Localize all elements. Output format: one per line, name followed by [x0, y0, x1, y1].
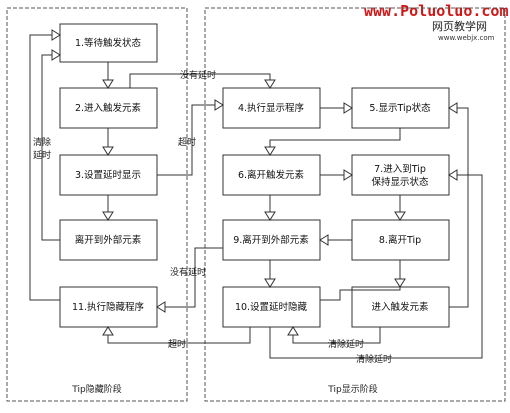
- label-timeout-mid: 超时: [178, 136, 196, 148]
- arrow-10-to-11-timeout: [102, 326, 251, 344]
- svg-text:10.设置延时隐藏: 10.设置延时隐藏: [235, 301, 308, 313]
- arrow-10-to-7-clear: [269, 169, 483, 359]
- box-7: 7.进入到Tip 保持显示状态: [351, 154, 450, 196]
- box-9: 9.离开到外部元素: [222, 219, 321, 261]
- box-enter-trigger: 进入触发元素: [351, 286, 450, 328]
- box-10: 10.设置延时隐藏: [222, 286, 321, 328]
- watermark-url: www.Poluoluo.com: [364, 2, 509, 20]
- svg-text:11.执行隐藏程序: 11.执行隐藏程序: [72, 301, 145, 313]
- box-3: 3.设置延时显示: [59, 154, 158, 196]
- box-2: 2.进入触发元素: [59, 87, 158, 129]
- svg-text:进入触发元素: 进入触发元素: [371, 301, 429, 313]
- arrow-7-to-8: [394, 195, 406, 221]
- svg-text:9.离开到外部元素: 9.离开到外部元素: [233, 234, 309, 246]
- arrow-10-to-enter: [320, 287, 401, 301]
- arrow-4-to-5: [320, 102, 353, 114]
- svg-text:保持显示状态: 保持显示状态: [371, 176, 429, 188]
- arrow-6-to-7: [320, 169, 353, 181]
- arrow-6-to-9: [264, 195, 276, 221]
- svg-text:3.设置延时显示: 3.设置延时显示: [75, 169, 141, 181]
- svg-text:7.进入到Tip: 7.进入到Tip: [374, 163, 426, 175]
- arrow-9-to-10: [264, 260, 276, 288]
- label-no-delay-bottom: 没有延时: [170, 266, 206, 278]
- box-11: 11.执行隐藏程序: [59, 286, 158, 328]
- phase-label-right: Tip显示阶段: [327, 383, 377, 395]
- svg-text:1.等待触发状态: 1.等待触发状态: [75, 37, 142, 49]
- box-leave-outside-left: 离开到外部元素: [59, 219, 158, 261]
- phase-frame-left: [6, 7, 188, 402]
- arrow-11-to-1: [29, 29, 61, 301]
- box-5: 5.显示Tip状态: [351, 87, 450, 129]
- label-no-delay-top: 没有延时: [180, 69, 216, 81]
- label-clear-left-1: 清除: [33, 136, 51, 148]
- svg-text:4.执行显示程序: 4.执行显示程序: [238, 102, 305, 114]
- box-6: 6.离开触发元素: [222, 154, 321, 196]
- watermark-site: 网页教学网: [432, 19, 487, 33]
- arrow-2-to-4-no-delay: [129, 73, 276, 89]
- phase-frame-right: [204, 7, 506, 402]
- watermark-url-small: www.webjx.com: [438, 34, 495, 42]
- box-4: 4.执行显示程序: [222, 87, 321, 129]
- arrow-8-to-enter: [394, 260, 406, 288]
- arrow-5-to-6: [264, 128, 401, 156]
- svg-text:6.离开触发元素: 6.离开触发元素: [238, 169, 305, 181]
- arrow-1-to-2: [102, 62, 114, 89]
- arrow-2-to-3: [102, 128, 114, 156]
- svg-text:离开到外部元素: 离开到外部元素: [75, 234, 142, 246]
- arrow-enter-to-10-clear: [287, 326, 381, 344]
- phase-label-left: Tip隐藏阶段: [71, 383, 121, 395]
- label-clear-delay-1: 清除延时: [328, 338, 364, 350]
- label-clear-delay-2: 清除延时: [356, 353, 392, 365]
- arrow-enter-to-5: [448, 102, 469, 308]
- svg-text:5.显示Tip状态: 5.显示Tip状态: [369, 102, 431, 114]
- svg-text:8.离开Tip: 8.离开Tip: [379, 234, 421, 246]
- arrow-3-to-leave: [102, 195, 114, 221]
- svg-text:2.进入触发元素: 2.进入触发元素: [75, 102, 142, 114]
- arrow-leave-to-1-clear: [41, 49, 61, 241]
- arrow-8-to-9: [319, 234, 352, 246]
- arrow-9-to-11-no-delay: [156, 247, 223, 313]
- label-timeout-bottom: 超时: [168, 338, 186, 350]
- label-clear-left-2: 延时: [33, 149, 51, 161]
- box-8: 8.离开Tip: [351, 219, 450, 261]
- arrow-3-to-4-timeout: [157, 99, 224, 176]
- box-1: 1.等待触发状态: [59, 23, 158, 63]
